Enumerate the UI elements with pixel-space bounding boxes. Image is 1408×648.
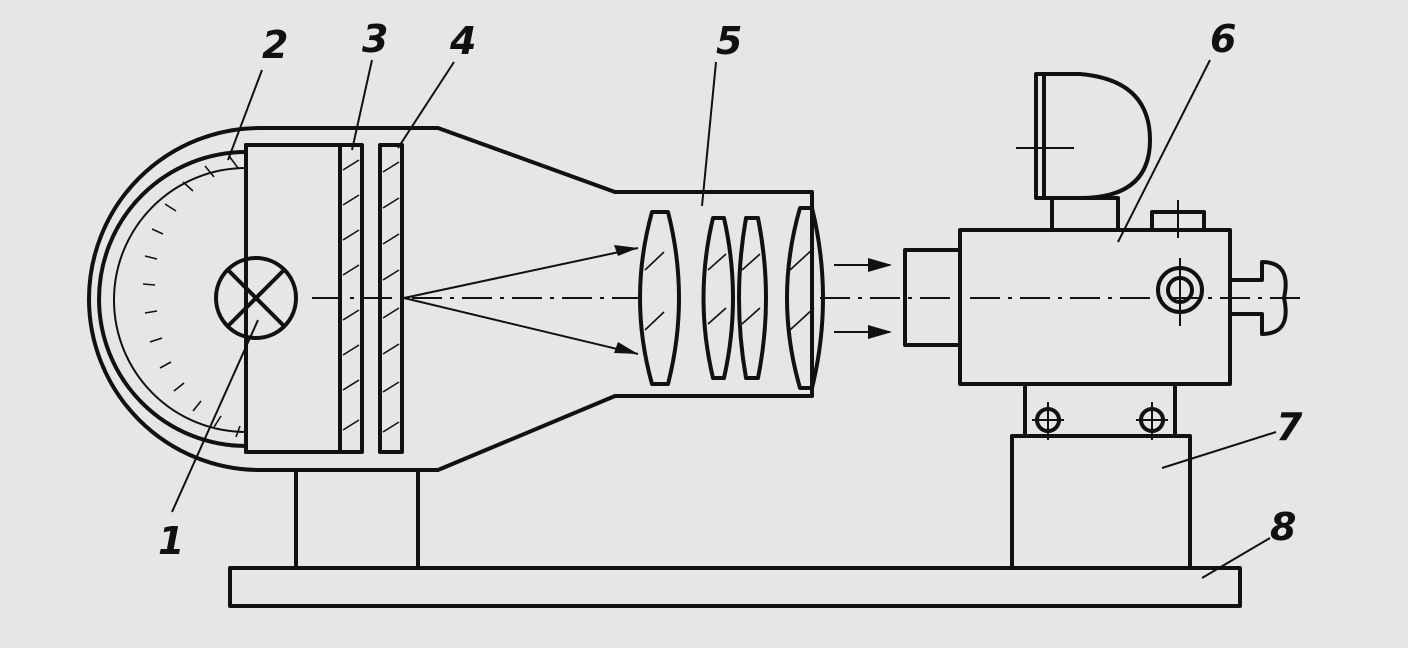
- camera: [903, 72, 1288, 386]
- callout-3: 3: [362, 17, 388, 61]
- callout-2: 2: [262, 23, 288, 67]
- lamp: [214, 256, 298, 340]
- callout-5: 5: [716, 19, 742, 63]
- housing-supports: [294, 470, 420, 570]
- lamp-chamber: [244, 143, 342, 454]
- reflector: [97, 150, 248, 448]
- camera-mount: [1023, 382, 1177, 440]
- lens-system: [638, 206, 825, 390]
- base-plate: [228, 566, 1242, 608]
- callout-6: 6: [1210, 17, 1236, 61]
- callout-7: 7: [1276, 405, 1303, 449]
- leader-lines: [171, 59, 1277, 579]
- stand-block: [1010, 434, 1192, 570]
- callout-1: 1: [158, 519, 184, 563]
- lamp-housing: [87, 126, 814, 472]
- light-rays: [403, 245, 639, 355]
- callout-8: 8: [1270, 505, 1296, 549]
- parallel-beam: [834, 258, 892, 339]
- callout-4: 4: [449, 19, 476, 63]
